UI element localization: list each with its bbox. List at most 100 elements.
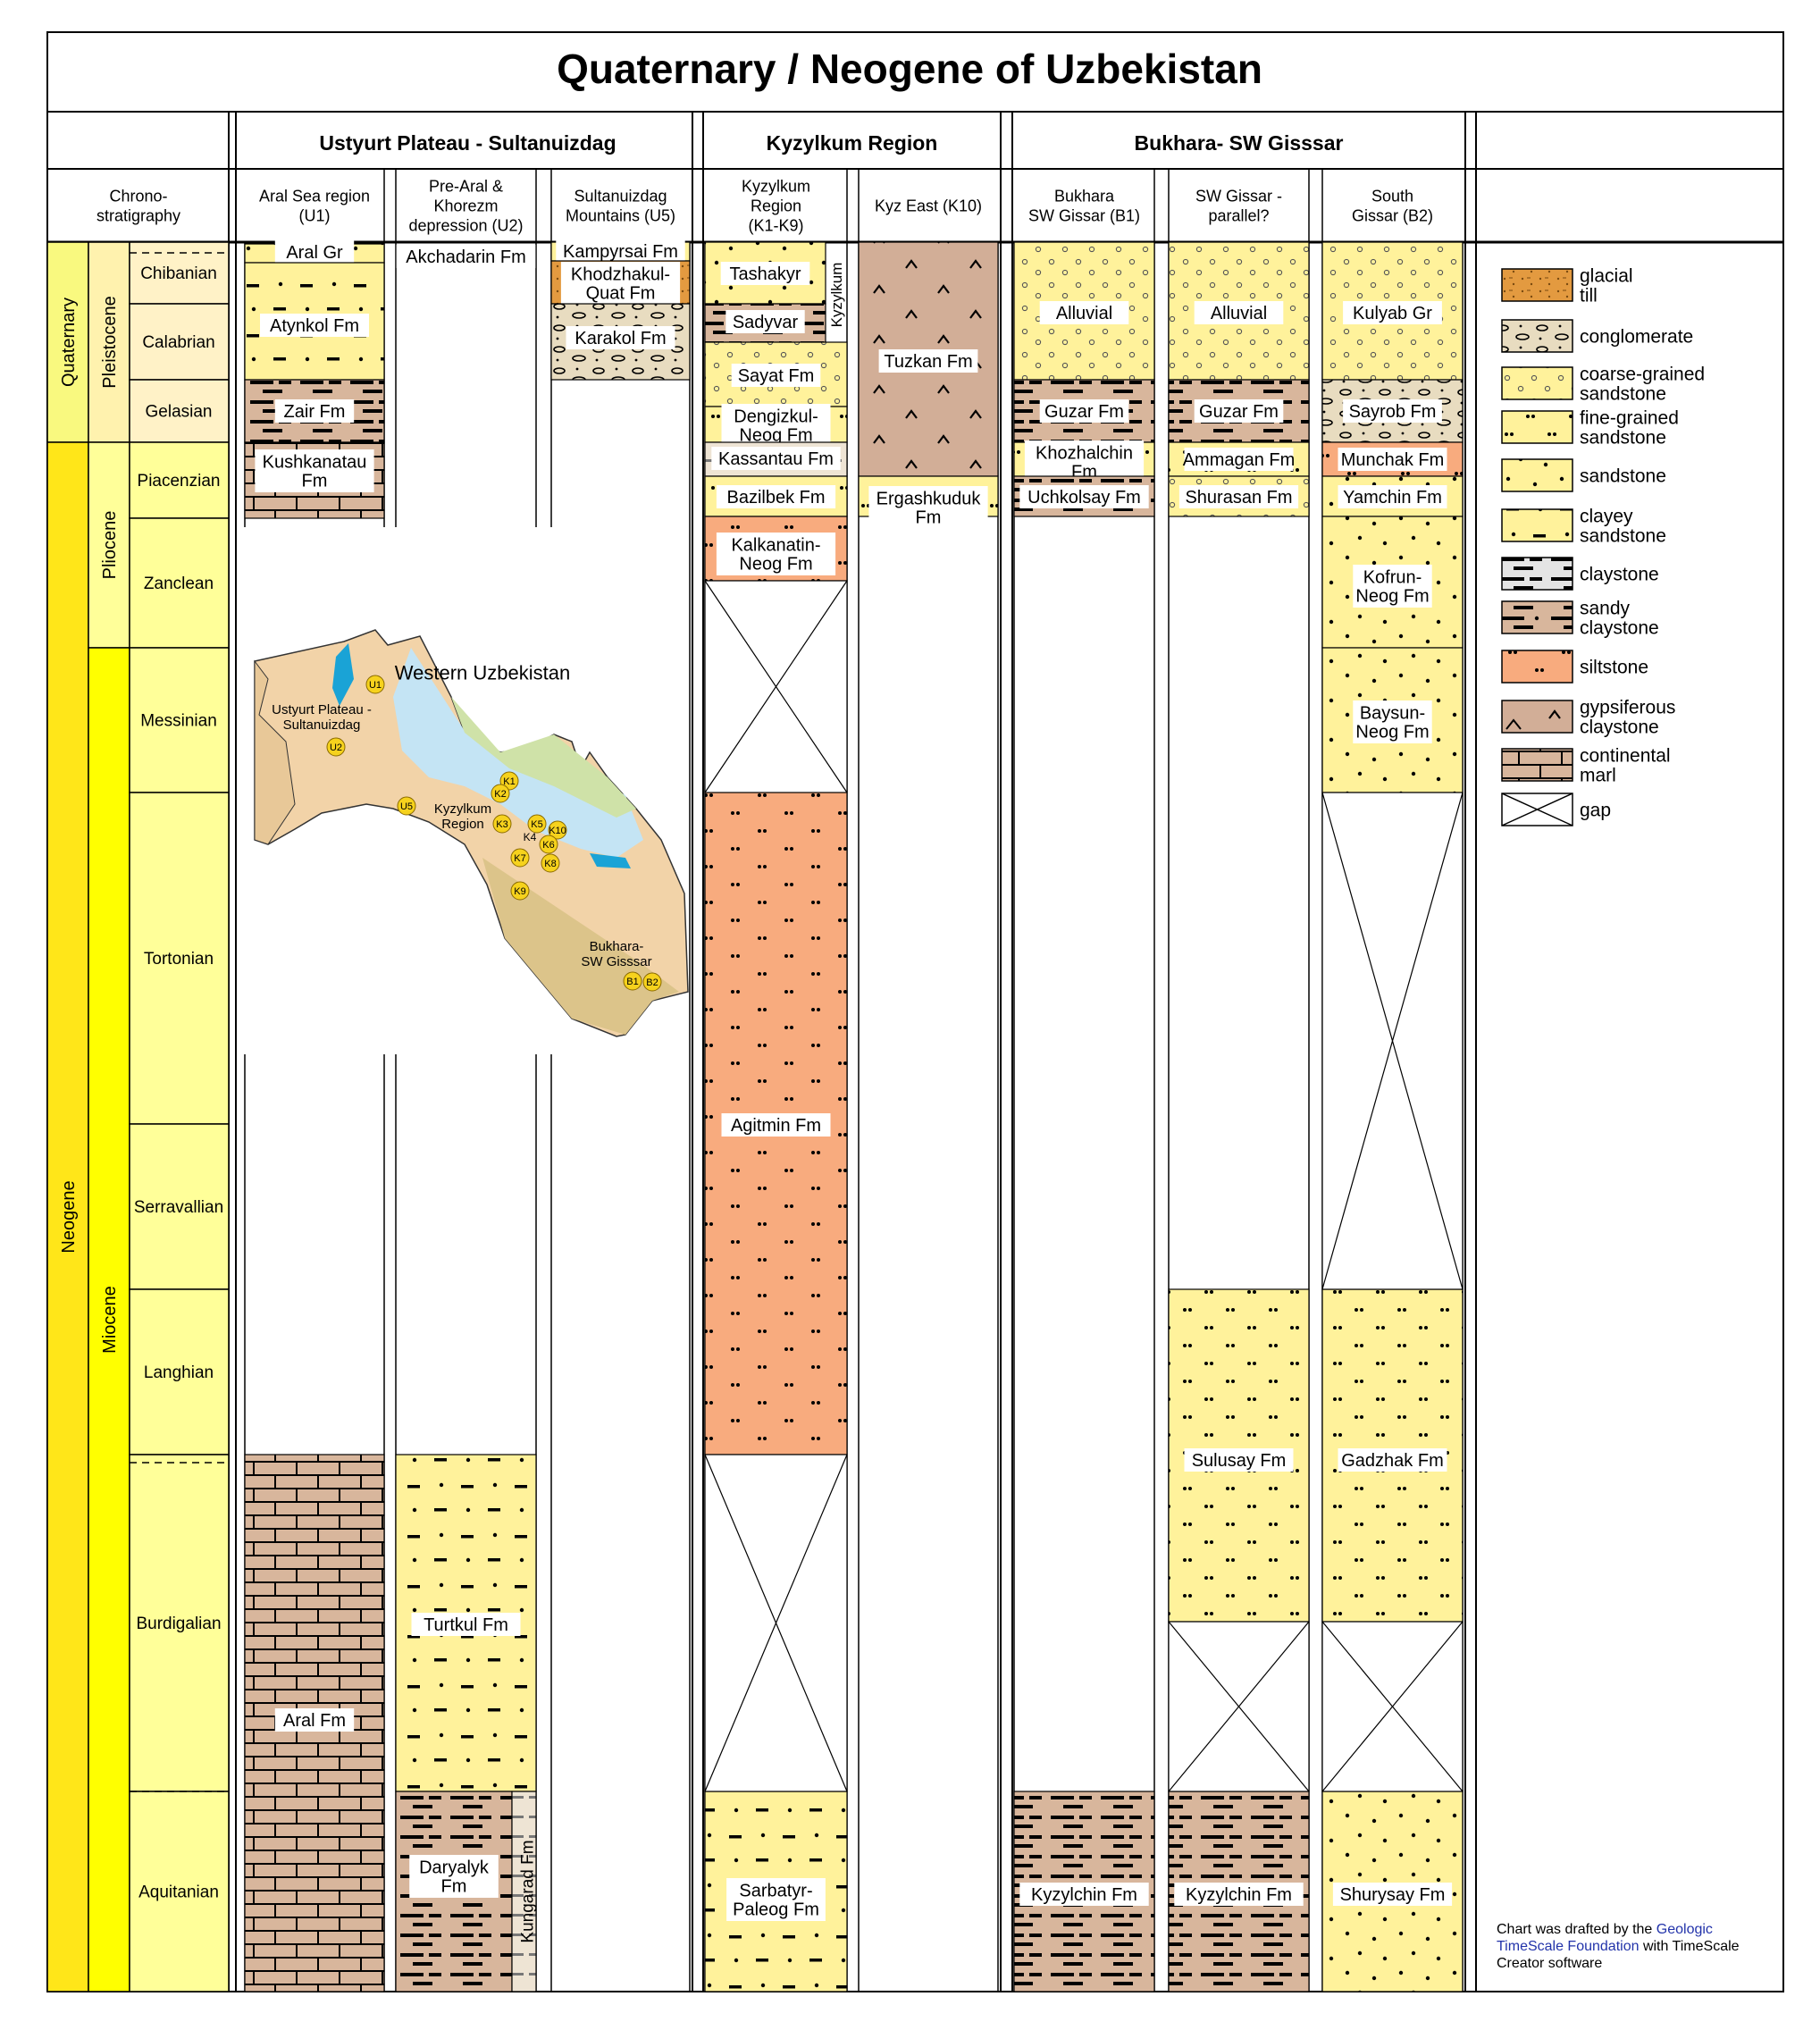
map-marker: B2 (646, 977, 658, 988)
unit-label: Guzar Fm (1199, 402, 1279, 422)
map-region-label: Ustyurt Plateau -Sultanuizdag (272, 702, 372, 733)
unit-label: Kyzylkum (828, 263, 845, 328)
stage-label: Calabrian (142, 333, 214, 352)
map-southern-region (482, 858, 679, 1035)
legend-label: gap (1580, 800, 1611, 820)
legend-label: siltstone (1580, 657, 1648, 677)
map-highland (451, 697, 636, 818)
credit-prefix: Chart was drafted by the (1497, 1922, 1656, 1937)
legend-swatch (1501, 557, 1573, 591)
map-marker: K5 (531, 819, 542, 830)
unit-label: Shurysay Fm (1340, 1885, 1446, 1905)
map-marker: K10 (549, 826, 566, 836)
unit-label: Ammagan Fm (1183, 450, 1296, 470)
map-marker-dot (541, 853, 560, 873)
unit-label: Dengizkul-Neog Fm (734, 407, 818, 446)
map-marker-dot (642, 972, 662, 992)
legend-swatch (1501, 650, 1573, 684)
legend-swatch (1501, 458, 1573, 492)
map-marker: K1 (503, 776, 515, 787)
map-marker-dot (510, 881, 530, 901)
unit-label: Gadzhak Fm (1341, 1451, 1443, 1471)
stage-label: Chibanian (140, 264, 217, 283)
legend-swatch (1501, 748, 1573, 782)
period-label: Neogene (59, 1180, 79, 1253)
unit-label: Tashakyr (729, 264, 801, 284)
chart-title: Quaternary / Neogene of Uzbekistan (557, 46, 1262, 92)
map-region-label: Bukhara-SW Gisssar (581, 939, 651, 969)
stage-label: Serravallian (134, 1198, 223, 1217)
unit-label: Sadyvar (733, 313, 799, 332)
rock-unit (511, 1791, 537, 1992)
unit-label: Zair Fm (284, 402, 346, 422)
map-marker: U2 (330, 742, 342, 753)
unit-label: Agitmin Fm (731, 1116, 821, 1136)
legend-swatch (1501, 508, 1573, 542)
unit-label: Sayrob Fm (1349, 402, 1437, 422)
unit-label: Sayat Fm (738, 366, 815, 386)
column-header: Aral Sea region(U1) (259, 187, 370, 224)
unit-label: Sulusay Fm (1192, 1451, 1287, 1471)
map-marker: K7 (514, 853, 525, 864)
unit-label: Akchadarin Fm (406, 247, 526, 267)
map-marker-dot (623, 971, 642, 991)
unit-label: Khodzhakul-Quat Fm (571, 265, 670, 304)
group-header: Kyzylkum Region (767, 131, 938, 155)
chrono-header: Chrono-stratigraphy (96, 187, 180, 224)
unit-label: Karakol Fm (575, 329, 666, 348)
credit-note: Chart was drafted by the Geologic TimeSc… (1497, 1921, 1782, 1972)
legend-swatch (1501, 268, 1573, 302)
unit-label: Munchak Fm (1341, 450, 1445, 470)
map-marker: K9 (514, 886, 525, 897)
stage-label: Aquitanian (138, 1883, 219, 1902)
group-header: Bukhara- SW Gisssar (1135, 131, 1344, 155)
credit-foundation: Geologic TimeScale Foundation (1497, 1922, 1713, 1954)
unit-label: Aral Fm (283, 1711, 346, 1731)
map-title: Western Uzbekistan (395, 662, 570, 684)
map-marker: K8 (544, 859, 556, 869)
unit-label: Alluvial (1056, 304, 1112, 323)
stage-label: Burdigalian (136, 1615, 221, 1633)
map-marker: B1 (626, 977, 638, 987)
map-marker-dot (548, 820, 567, 840)
stage-label: Tortonian (144, 950, 214, 969)
unit-label: Uchkolsay Fm (1027, 488, 1141, 508)
legend-swatch (1501, 700, 1573, 734)
period-label: Quaternary (59, 298, 79, 387)
map-marker-dot (326, 737, 346, 757)
unit-label: Tuzkan Fm (884, 352, 972, 372)
stage-label: Gelasian (146, 403, 213, 422)
map-marker: K3 (496, 819, 507, 830)
map-marker: K2 (494, 789, 506, 800)
map-marker-dot (397, 796, 416, 816)
legend-swatch (1501, 410, 1573, 444)
unit-label: Aral Gr (286, 243, 343, 263)
column-header: SW Gissar -parallel? (1195, 187, 1282, 224)
map-marker-dot (539, 835, 558, 854)
stage-label: Zanclean (144, 575, 214, 593)
stage-label: Langhian (144, 1363, 214, 1382)
map-marker: U1 (369, 680, 382, 691)
unit-label: Bazilbek Fm (726, 488, 825, 508)
unit-label: Sarbatyr-Paleog Fm (733, 1882, 819, 1920)
unit-label: Kungarad Fm (519, 1840, 538, 1942)
legend-swatch (1501, 319, 1573, 353)
epoch-label: Pleistocene (100, 296, 120, 388)
column-header: Kyz East (K10) (875, 197, 982, 214)
unit-label: Yamchin Fm (1343, 488, 1442, 508)
